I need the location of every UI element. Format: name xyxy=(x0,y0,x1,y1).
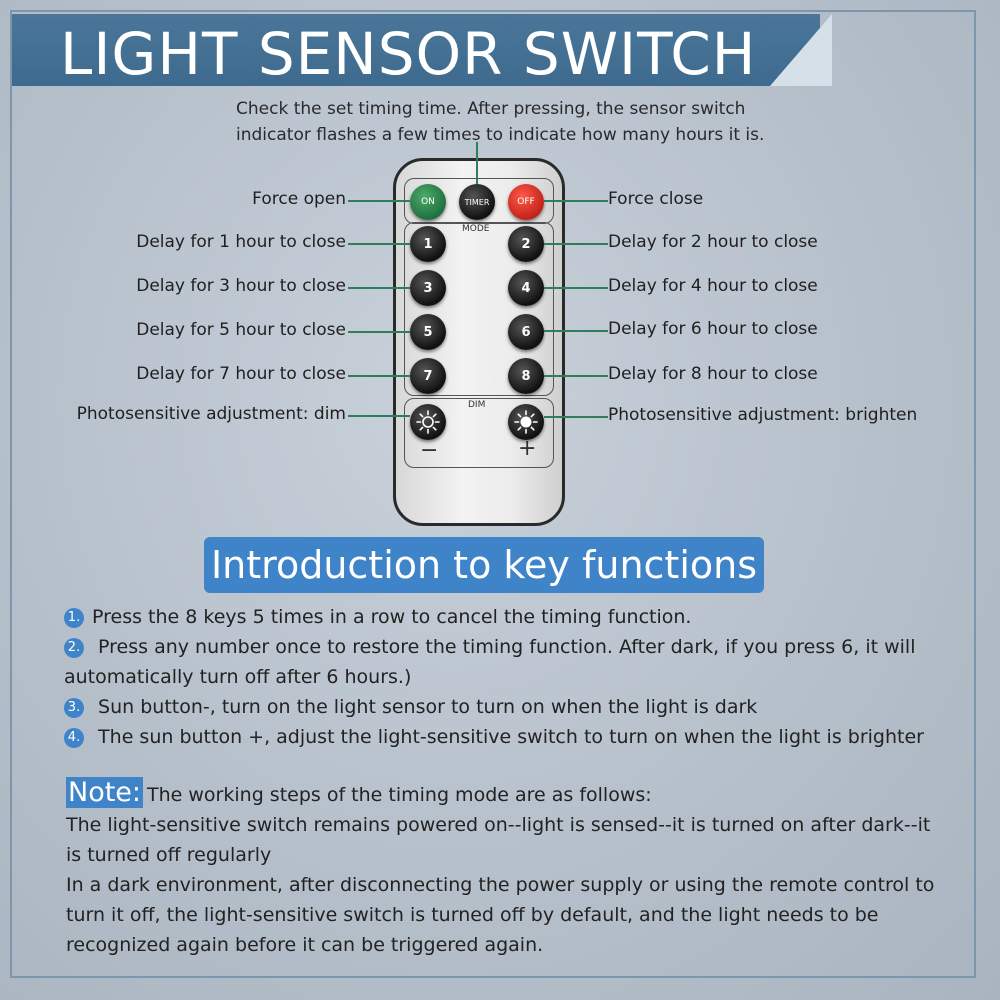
item-number: 2. xyxy=(64,638,84,658)
item-text: The sun button +, adjust the light-sensi… xyxy=(92,726,924,748)
key-6-button[interactable]: 6 xyxy=(508,314,544,350)
note-label: Note: xyxy=(66,777,144,808)
leader-line xyxy=(544,416,608,418)
leader-line xyxy=(544,287,608,289)
title-bar: LIGHT SENSOR SWITCH xyxy=(12,14,820,86)
item-text: Press any number once to restore the tim… xyxy=(64,636,916,688)
on-button[interactable]: ON xyxy=(410,184,446,220)
timer-note: Check the set timing time. After pressin… xyxy=(236,99,765,145)
note-intro: The working steps of the timing mode are… xyxy=(147,784,652,806)
leader-line xyxy=(544,330,608,332)
page-frame xyxy=(10,10,976,978)
remote-mode-panel xyxy=(404,222,554,396)
key-8-button[interactable]: 8 xyxy=(508,358,544,394)
key-4-button[interactable]: 4 xyxy=(508,270,544,306)
label-delay-7: Delay for 7 hour to close xyxy=(136,364,346,384)
label-dim: Photosensitive adjustment: dim xyxy=(76,404,346,424)
note-line-2: In a dark environment, after disconnecti… xyxy=(66,874,935,956)
label-brighten: Photosensitive adjustment: brighten xyxy=(608,405,918,425)
sun-dim-button[interactable] xyxy=(410,404,446,440)
dim-label: DIM xyxy=(468,400,486,410)
leader-line xyxy=(348,287,410,289)
leader-line xyxy=(348,331,410,333)
timer-button[interactable]: TIMER xyxy=(459,184,495,220)
leader-line xyxy=(348,415,410,417)
note-line-1: The light-sensitive switch remains power… xyxy=(66,814,931,866)
minus-sign: − xyxy=(420,438,439,463)
item-number: 3. xyxy=(64,698,84,718)
sun-filled-icon xyxy=(514,410,538,434)
leader-line xyxy=(348,375,410,377)
key-2-button[interactable]: 2 xyxy=(508,226,544,262)
list-item: 2. Press any number once to restore the … xyxy=(64,632,944,692)
label-delay-1: Delay for 1 hour to close xyxy=(136,232,346,252)
leader-line xyxy=(544,200,608,202)
label-delay-8: Delay for 8 hour to close xyxy=(608,364,818,384)
key-functions-list: 1. Press the 8 keys 5 times in a row to c… xyxy=(64,602,944,752)
item-number: 1. xyxy=(64,608,84,628)
key-3-button[interactable]: 3 xyxy=(410,270,446,306)
label-force-close: Force close xyxy=(608,189,704,209)
leader-line xyxy=(544,375,608,377)
list-item: 4. The sun button +, adjust the light-se… xyxy=(64,722,944,752)
note-section: Note:The working steps of the timing mod… xyxy=(66,777,946,960)
leader-line xyxy=(544,243,608,245)
item-number: 4. xyxy=(64,728,84,748)
page-title: LIGHT SENSOR SWITCH xyxy=(60,20,757,86)
sun-outline-icon xyxy=(416,410,440,434)
off-button[interactable]: OFF xyxy=(508,184,544,220)
leader-line xyxy=(348,200,410,202)
plus-sign: + xyxy=(518,436,537,461)
mode-label: MODE xyxy=(462,224,490,234)
list-item: 3. Sun button-, turn on the light sensor… xyxy=(64,692,944,722)
list-item: 1. Press the 8 keys 5 times in a row to c… xyxy=(64,602,944,632)
remote-dim-panel xyxy=(404,398,554,468)
sun-brighten-button[interactable] xyxy=(508,404,544,440)
label-delay-2: Delay for 2 hour to close xyxy=(608,232,818,252)
leader-line xyxy=(348,243,410,245)
key-1-button[interactable]: 1 xyxy=(410,226,446,262)
key-5-button[interactable]: 5 xyxy=(410,314,446,350)
timer-leader-line xyxy=(476,142,478,184)
key-7-button[interactable]: 7 xyxy=(410,358,446,394)
item-text: Sun button-, turn on the light sensor to… xyxy=(92,696,758,718)
label-delay-5: Delay for 5 hour to close xyxy=(136,320,346,340)
item-text: Press the 8 keys 5 times in a row to can… xyxy=(92,606,692,628)
label-delay-4: Delay for 4 hour to close xyxy=(608,276,818,296)
label-delay-3: Delay for 3 hour to close xyxy=(136,276,346,296)
label-force-open: Force open xyxy=(252,189,346,209)
label-delay-6: Delay for 6 hour to close xyxy=(608,319,818,339)
section-title: Introduction to key functions xyxy=(204,537,764,593)
